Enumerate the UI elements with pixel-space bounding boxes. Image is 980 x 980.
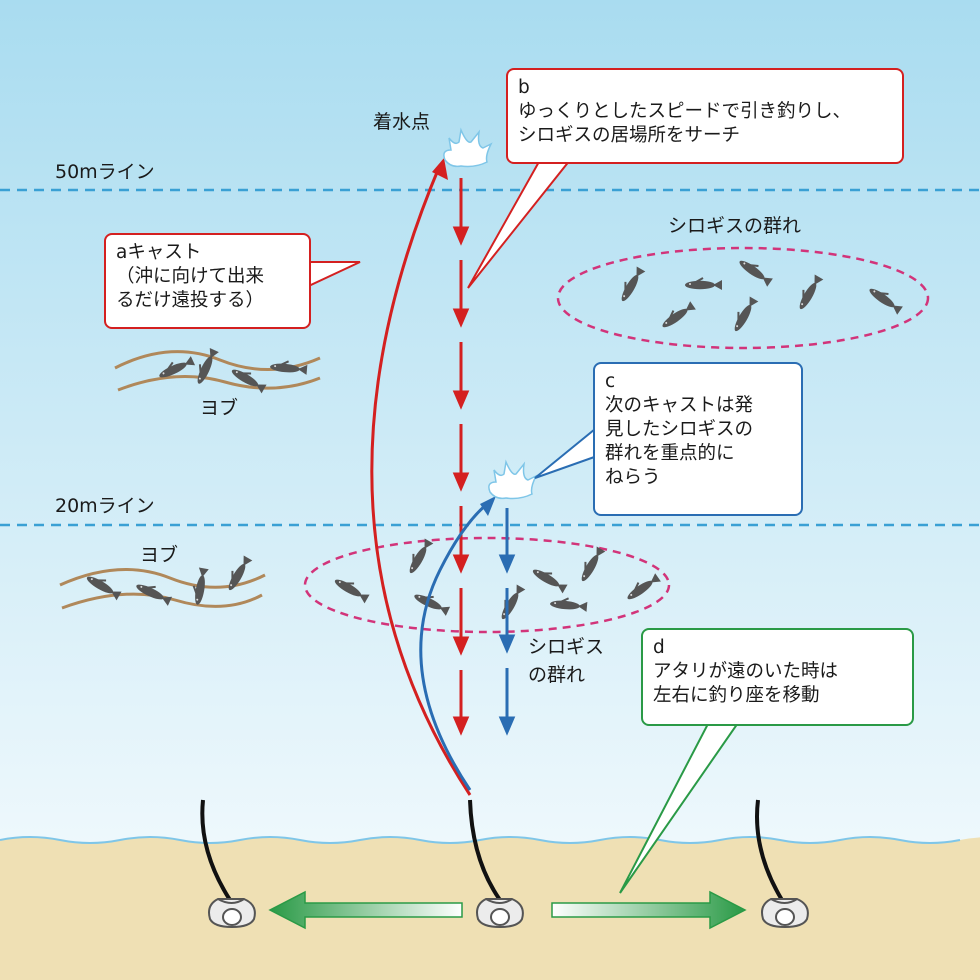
- callout-c-tag: c: [605, 371, 616, 392]
- angler-reel: [208, 898, 256, 928]
- callout-d-line-2: 左右に釣り座を移動: [653, 685, 820, 706]
- callout-c-line-2: 見したシロギスの: [605, 419, 754, 440]
- callout-a-line-1: aキャスト: [116, 242, 202, 263]
- cast-arc-red: [370, 164, 472, 796]
- callout-b-tag: b: [518, 77, 530, 98]
- school-ellipse-upper: [556, 246, 930, 350]
- callout-d-tag: d: [653, 637, 665, 658]
- callout-b: b ゆっくりとしたスピードで引き釣りし、 シロギスの居場所をサーチ: [506, 68, 904, 164]
- angler-reel: [761, 898, 809, 928]
- fishing-rod: [755, 799, 784, 902]
- school-ellipse-lower: [303, 536, 671, 634]
- arrow-head: [480, 496, 496, 516]
- fishing-rod: [468, 799, 502, 902]
- retrieve-path-blue: [498, 508, 516, 736]
- school-upper-label: シロギスの群れ: [668, 215, 802, 237]
- retrieve-path-red: [452, 178, 470, 736]
- callout-a-line-2: （沖に向けて出来: [116, 266, 265, 287]
- callout-b-line-1: ゆっくりとしたスピードで引き釣りし、: [518, 101, 852, 122]
- callout-a: aキャスト （沖に向けて出来 るだけ遠投する）: [104, 233, 311, 329]
- shoreline: [0, 836, 961, 844]
- callout-d-line-1: アタリが遠のいた時は: [653, 661, 839, 682]
- cast-arc-blue: [419, 498, 493, 791]
- line-50m-label: 50mライン: [55, 161, 155, 183]
- arrow-head: [432, 158, 448, 180]
- move-arrow-left: [268, 890, 463, 930]
- move-arrow-right: [551, 890, 747, 930]
- weed-lower: [59, 568, 266, 610]
- callout-c-line-1: 次のキャストは発: [605, 395, 754, 416]
- callout-a-line-3: るだけ遠投する）: [116, 290, 265, 311]
- callout-b-line-2: シロギスの居場所をサーチ: [518, 125, 741, 146]
- angler-reel: [476, 898, 524, 928]
- callout-c: c 次のキャストは発 見したシロギスの 群れを重点的に ねらう: [593, 362, 803, 516]
- weed-lower-label: ヨブ: [140, 544, 179, 566]
- school-lower-label-2: の群れ: [528, 664, 586, 686]
- splash-point-label: 着水点: [373, 111, 431, 133]
- weed-upper-label: ヨブ: [200, 397, 239, 419]
- fishing-rod: [200, 799, 232, 902]
- school-lower-label-1: シロギス: [528, 636, 605, 658]
- callout-c-line-4: ねらう: [605, 467, 661, 488]
- callout-c-line-3: 群れを重点的に: [605, 443, 735, 464]
- line-20m-label: 20mライン: [55, 495, 155, 517]
- callout-d: d アタリが遠のいた時は 左右に釣り座を移動: [641, 628, 914, 726]
